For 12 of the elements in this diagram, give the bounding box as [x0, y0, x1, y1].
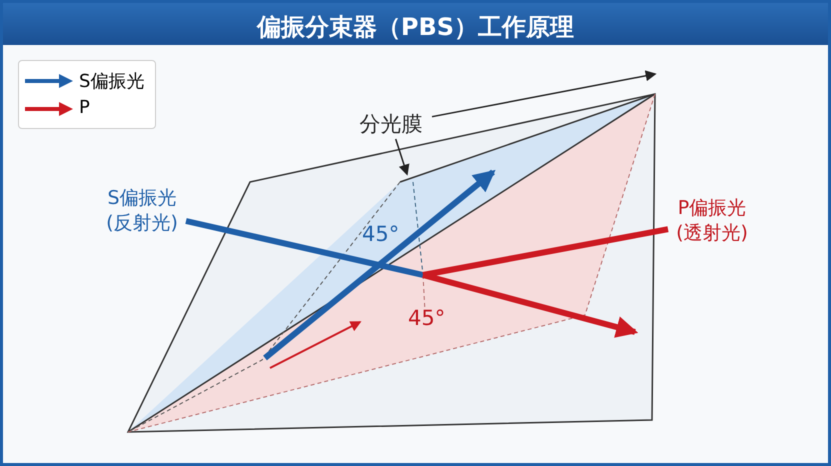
ray-line: [422, 226, 669, 278]
legend-text: S偏振光: [79, 70, 144, 93]
text-label: P偏振光(透射光): [670, 196, 754, 246]
title: 偏振分束器（PBS）工作原理: [255, 12, 576, 43]
legend-text: P: [79, 97, 90, 118]
ray-line: [185, 218, 424, 278]
text-label: 分光膜: [352, 112, 430, 137]
text-label: S偏振光(反射光): [100, 186, 184, 236]
leader-arrow: [432, 70, 657, 118]
angle-label: 45°: [408, 306, 446, 330]
angle-label: 45°: [362, 222, 400, 246]
leader-arrow: [394, 138, 410, 176]
